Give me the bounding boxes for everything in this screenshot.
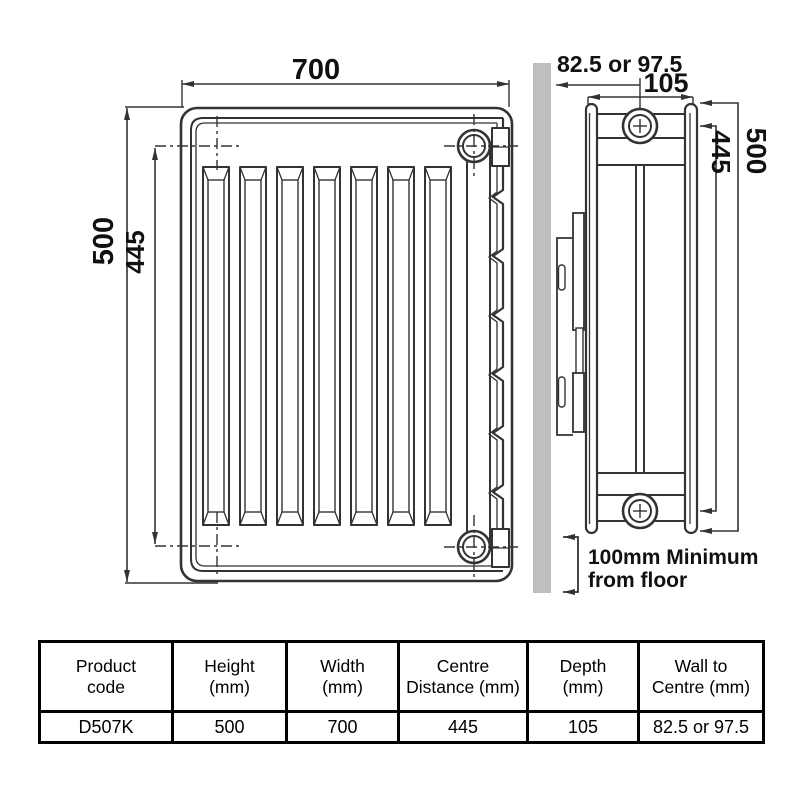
cell-product-code: D507K <box>38 710 174 744</box>
header-line: Depth <box>559 655 607 676</box>
top-tapping-valve-icon <box>444 114 518 180</box>
front-height-dimension: 500 <box>88 106 218 584</box>
side-panel-rear <box>584 102 599 535</box>
convector-seam-inner <box>487 123 498 557</box>
front-width-dimension: 700 <box>181 54 510 107</box>
front-inner-frame <box>190 117 503 572</box>
header-line: (mm) <box>209 676 250 697</box>
wall-to-centre-dim-label: 82.5 or 97.5 <box>557 51 683 77</box>
front-outer-casing <box>179 106 514 583</box>
cell-depth: 105 <box>526 710 640 744</box>
fin <box>239 166 267 526</box>
fin <box>276 166 304 526</box>
header-width: Width (mm) <box>285 640 400 713</box>
spec-table: Product code Height (mm) Width (mm) Cent… <box>38 640 765 744</box>
bracket-slot <box>557 264 566 291</box>
radiator-dimension-diagram: 700 500 445 <box>88 51 772 595</box>
fin <box>424 166 452 526</box>
front-height-dim-label: 500 <box>88 217 120 265</box>
header-line: code <box>87 676 125 697</box>
header-line: Width <box>320 655 365 676</box>
front-view: 700 500 445 <box>88 54 518 584</box>
header-centre-distance: Centre Distance (mm) <box>397 640 529 713</box>
side-height-dimension: 500 <box>700 100 772 534</box>
header-line: Product <box>75 655 137 676</box>
floor-clearance-label-line1: 100mm Minimum <box>588 546 758 569</box>
convector-seam-outer <box>491 118 505 562</box>
spec-table-data-row: D507K 500 700 445 105 82.5 or 97.5 <box>38 710 765 744</box>
cell-height: 500 <box>171 710 288 744</box>
floor-clearance-label-line2: from floor <box>588 569 687 592</box>
header-line: Height <box>204 655 255 676</box>
cell-wall-to-centre: 82.5 or 97.5 <box>637 710 765 744</box>
side-centres-dim-label: 445 <box>706 130 736 173</box>
depth-dimension: 105 <box>587 68 694 104</box>
header-wall-to-centre: Wall to Centre (mm) <box>637 640 765 713</box>
side-height-dim-label: 500 <box>741 128 772 175</box>
header-product-code: Product code <box>38 640 174 713</box>
floor-clearance-dimension: 100mm Minimum from floor <box>563 534 758 595</box>
header-line: Centre <box>436 655 490 676</box>
side-panel-front <box>683 102 699 535</box>
wall-bracket <box>556 212 585 436</box>
fin <box>387 166 415 526</box>
front-inner-frame-2 <box>195 122 497 567</box>
cell-centre-distance: 445 <box>397 710 529 744</box>
header-line: Centre (mm) <box>651 676 751 697</box>
header-line: (mm) <box>562 676 604 697</box>
header-line: (mm) <box>322 676 363 697</box>
bracket-slot <box>557 376 566 408</box>
fin <box>202 166 230 526</box>
header-line: Wall to <box>674 655 728 676</box>
wall-to-centre-dimension: 82.5 or 97.5 <box>556 51 683 88</box>
cell-width: 700 <box>285 710 400 744</box>
header-depth: Depth (mm) <box>526 640 640 713</box>
depth-dim-label: 105 <box>643 68 688 98</box>
bottom-tapping-valve-icon <box>444 515 518 581</box>
spec-table-header-row: Product code Height (mm) Width (mm) Cent… <box>38 640 765 713</box>
side-bottom-tapping-icon <box>621 492 659 530</box>
side-centres-dimension: 445 <box>700 123 736 514</box>
fin <box>313 166 341 526</box>
side-view: 82.5 or 97.5 105 445 500 100mm Minimum f… <box>533 51 772 595</box>
header-line: Distance (mm) <box>406 676 520 697</box>
front-width-dim-label: 700 <box>292 54 340 86</box>
front-centres-dimension: 445 <box>120 148 158 544</box>
fin <box>350 166 378 526</box>
wall <box>533 63 551 593</box>
header-height: Height (mm) <box>171 640 288 713</box>
front-centres-dim-label: 445 <box>120 230 150 273</box>
